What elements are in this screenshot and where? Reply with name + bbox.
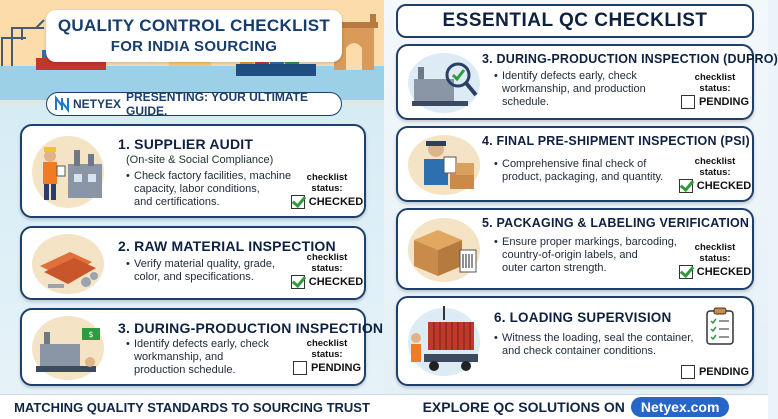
bullet-line: schedule. [502,96,550,108]
brand-bar: NETYEX PRESENTING: YOUR ULTIMATE GUIDE. [46,90,342,118]
card-title: 2. RAW MATERIAL INSPECTION [118,238,336,254]
bullet-line: product, packaging, and quantity. [502,171,664,183]
main-title-line-1: QUALITY CONTROL CHECKLIST [57,16,331,35]
checkbox-checked-icon[interactable] [290,275,305,289]
dupro-card: 3. DURING-PRODUCTION INSPECTION (DUPRO) … [396,44,778,120]
checkbox-empty-icon[interactable] [680,365,695,379]
container-loading-illustration [408,306,480,376]
status-block: checklist status: CHECKED [678,156,752,193]
main-title-line-2: FOR INDIA SOURCING [110,38,278,55]
sourcing-banner: QUALITY CONTROL CHECKLIST FOR INDIA SOUR… [0,0,384,100]
dupro-inspection-illustration [408,53,480,113]
status-block: checklist status: CHECKED [290,172,364,209]
clipboard-checklist-icon [706,307,734,345]
factory-auditor-illustration [32,136,104,208]
card-bullet: Identify defects early, check workmanshi… [494,70,682,109]
bullet-line: Ensure proper markings, barcoding, [502,236,677,248]
status-block: checklist status: PENDING [290,338,364,375]
bullet-line: Identify defects early, check [134,338,269,350]
bullet-line: Witness the loading, seal the container, [502,332,694,344]
bullet-line: Verify material quality, grade, [134,258,276,270]
card-bullet: Check factory facilities, machine capaci… [126,170,304,209]
bullet-line: country-of-origin labels, and [502,249,638,261]
card-title: 1. SUPPLIER AUDIT [118,136,254,152]
card-bullet: Comprehensive final check of product, pa… [494,158,682,184]
status-label: checklist [694,72,736,83]
checkbox-empty-icon[interactable] [680,95,695,109]
main-title: QUALITY CONTROL CHECKLIST FOR INDIA SOUR… [46,10,342,62]
status-value: PENDING [698,96,750,108]
footer-tagline: MATCHING QUALITY STANDARDS TO SOURCING T… [14,400,370,415]
during-production-card: $ 3. DURING-PRODUCTION INSPECTION Identi… [20,308,383,386]
status-label: status: [311,183,343,194]
card-title: 5. PACKAGING & LABELING VERIFICATION [482,216,750,230]
status-block: checklist status: PENDING [678,72,752,109]
carton-label-illustration [408,218,480,282]
status-block: checklist status: CHECKED [678,242,752,279]
status-value: CHECKED [696,266,752,278]
card-subtitle: (On-site & Social Compliance) [126,154,274,166]
card-title: 3. DURING-PRODUCTION INSPECTION (DUPRO) [482,52,778,66]
status-label: checklist [694,242,736,253]
material-swatch-illustration [32,234,104,294]
footer-cta-text: EXPLORE QC SOLUTIONS ON [422,399,625,415]
right-title: ESSENTIAL QC CHECKLIST [396,4,754,38]
card-title: 4. FINAL PRE-SHIPMENT INSPECTION (PSI) [482,134,750,148]
status-label: checklist [306,338,348,349]
status-label: checklist [306,252,348,263]
loading-card: 6. LOADING SUPERVISION Witness the loadi… [396,296,754,386]
card-bullet: Verify material quality, grade, color, a… [126,258,304,284]
checkbox-checked-icon[interactable] [290,195,305,209]
footer: MATCHING QUALITY STANDARDS TO SOURCING T… [0,394,768,419]
bullet-line: outer carton strength. [502,262,607,274]
supplier-audit-card: 1. SUPPLIER AUDIT (On-site & Social Comp… [20,124,366,218]
status-block: checklist status: CHECKED [290,252,364,289]
card-title: 3. DURING-PRODUCTION INSPECTION [118,320,384,336]
card-bullet: Ensure proper markings, barcoding, count… [494,236,692,275]
status-value: PENDING [310,362,362,374]
status-label: status: [311,263,343,274]
checkbox-checked-icon[interactable] [678,179,693,193]
bullet-line: color, and specifications. [134,271,254,283]
bullet-line: and check container conditions. [502,345,657,357]
production-line-illustration: $ [32,316,104,380]
bullet-line: Check factory facilities, machine [134,170,292,182]
checkbox-empty-icon[interactable] [292,361,307,375]
brand-tagline: PRESENTING: YOUR ULTIMATE GUIDE. [126,90,309,118]
status-value: CHECKED [696,180,752,192]
psi-card: 4. FINAL PRE-SHIPMENT INSPECTION (PSI) C… [396,126,754,202]
netyex-link[interactable]: Netyex.com [630,397,730,417]
status-value: CHECKED [308,196,364,208]
footer-cta: EXPLORE QC SOLUTIONS ON Netyex.com [384,397,768,417]
bullet-line: workmanship, and production [502,83,646,95]
raw-material-card: 2. RAW MATERIAL INSPECTION Verify materi… [20,226,366,300]
status-label: status: [311,349,343,360]
bullet-line: workmanship, and [134,351,224,363]
netyex-logo-icon [55,95,69,113]
brand-name: NETYEX [73,97,122,111]
status-block: PENDING [678,364,752,379]
status-value: CHECKED [308,276,364,288]
status-label: status: [699,253,731,264]
card-title: 6. LOADING SUPERVISION [494,310,672,325]
card-bullet: Identify defects early, check workmanshi… [126,338,304,377]
left-panel: QUALITY CONTROL CHECKLIST FOR INDIA SOUR… [0,0,384,419]
card-bullet: Witness the loading, seal the container,… [494,332,702,358]
inspector-illustration [408,135,480,195]
bullet-line: Comprehensive final check of [502,158,647,170]
checkbox-checked-icon[interactable] [678,265,693,279]
svg-text:$: $ [88,330,93,339]
bullet-line: Identify defects early, check [502,70,637,82]
status-label: status: [699,167,731,178]
packaging-card: 5. PACKAGING & LABELING VERIFICATION Ens… [396,208,754,290]
status-label: status: [699,83,731,94]
bullet-line: and certifications. [134,196,220,208]
status-label: checklist [306,172,348,183]
bullet-line: production schedule. [134,364,236,376]
bullet-line: capacity, labor conditions, [134,183,260,195]
status-label: checklist [694,156,736,167]
status-value: PENDING [698,366,750,378]
